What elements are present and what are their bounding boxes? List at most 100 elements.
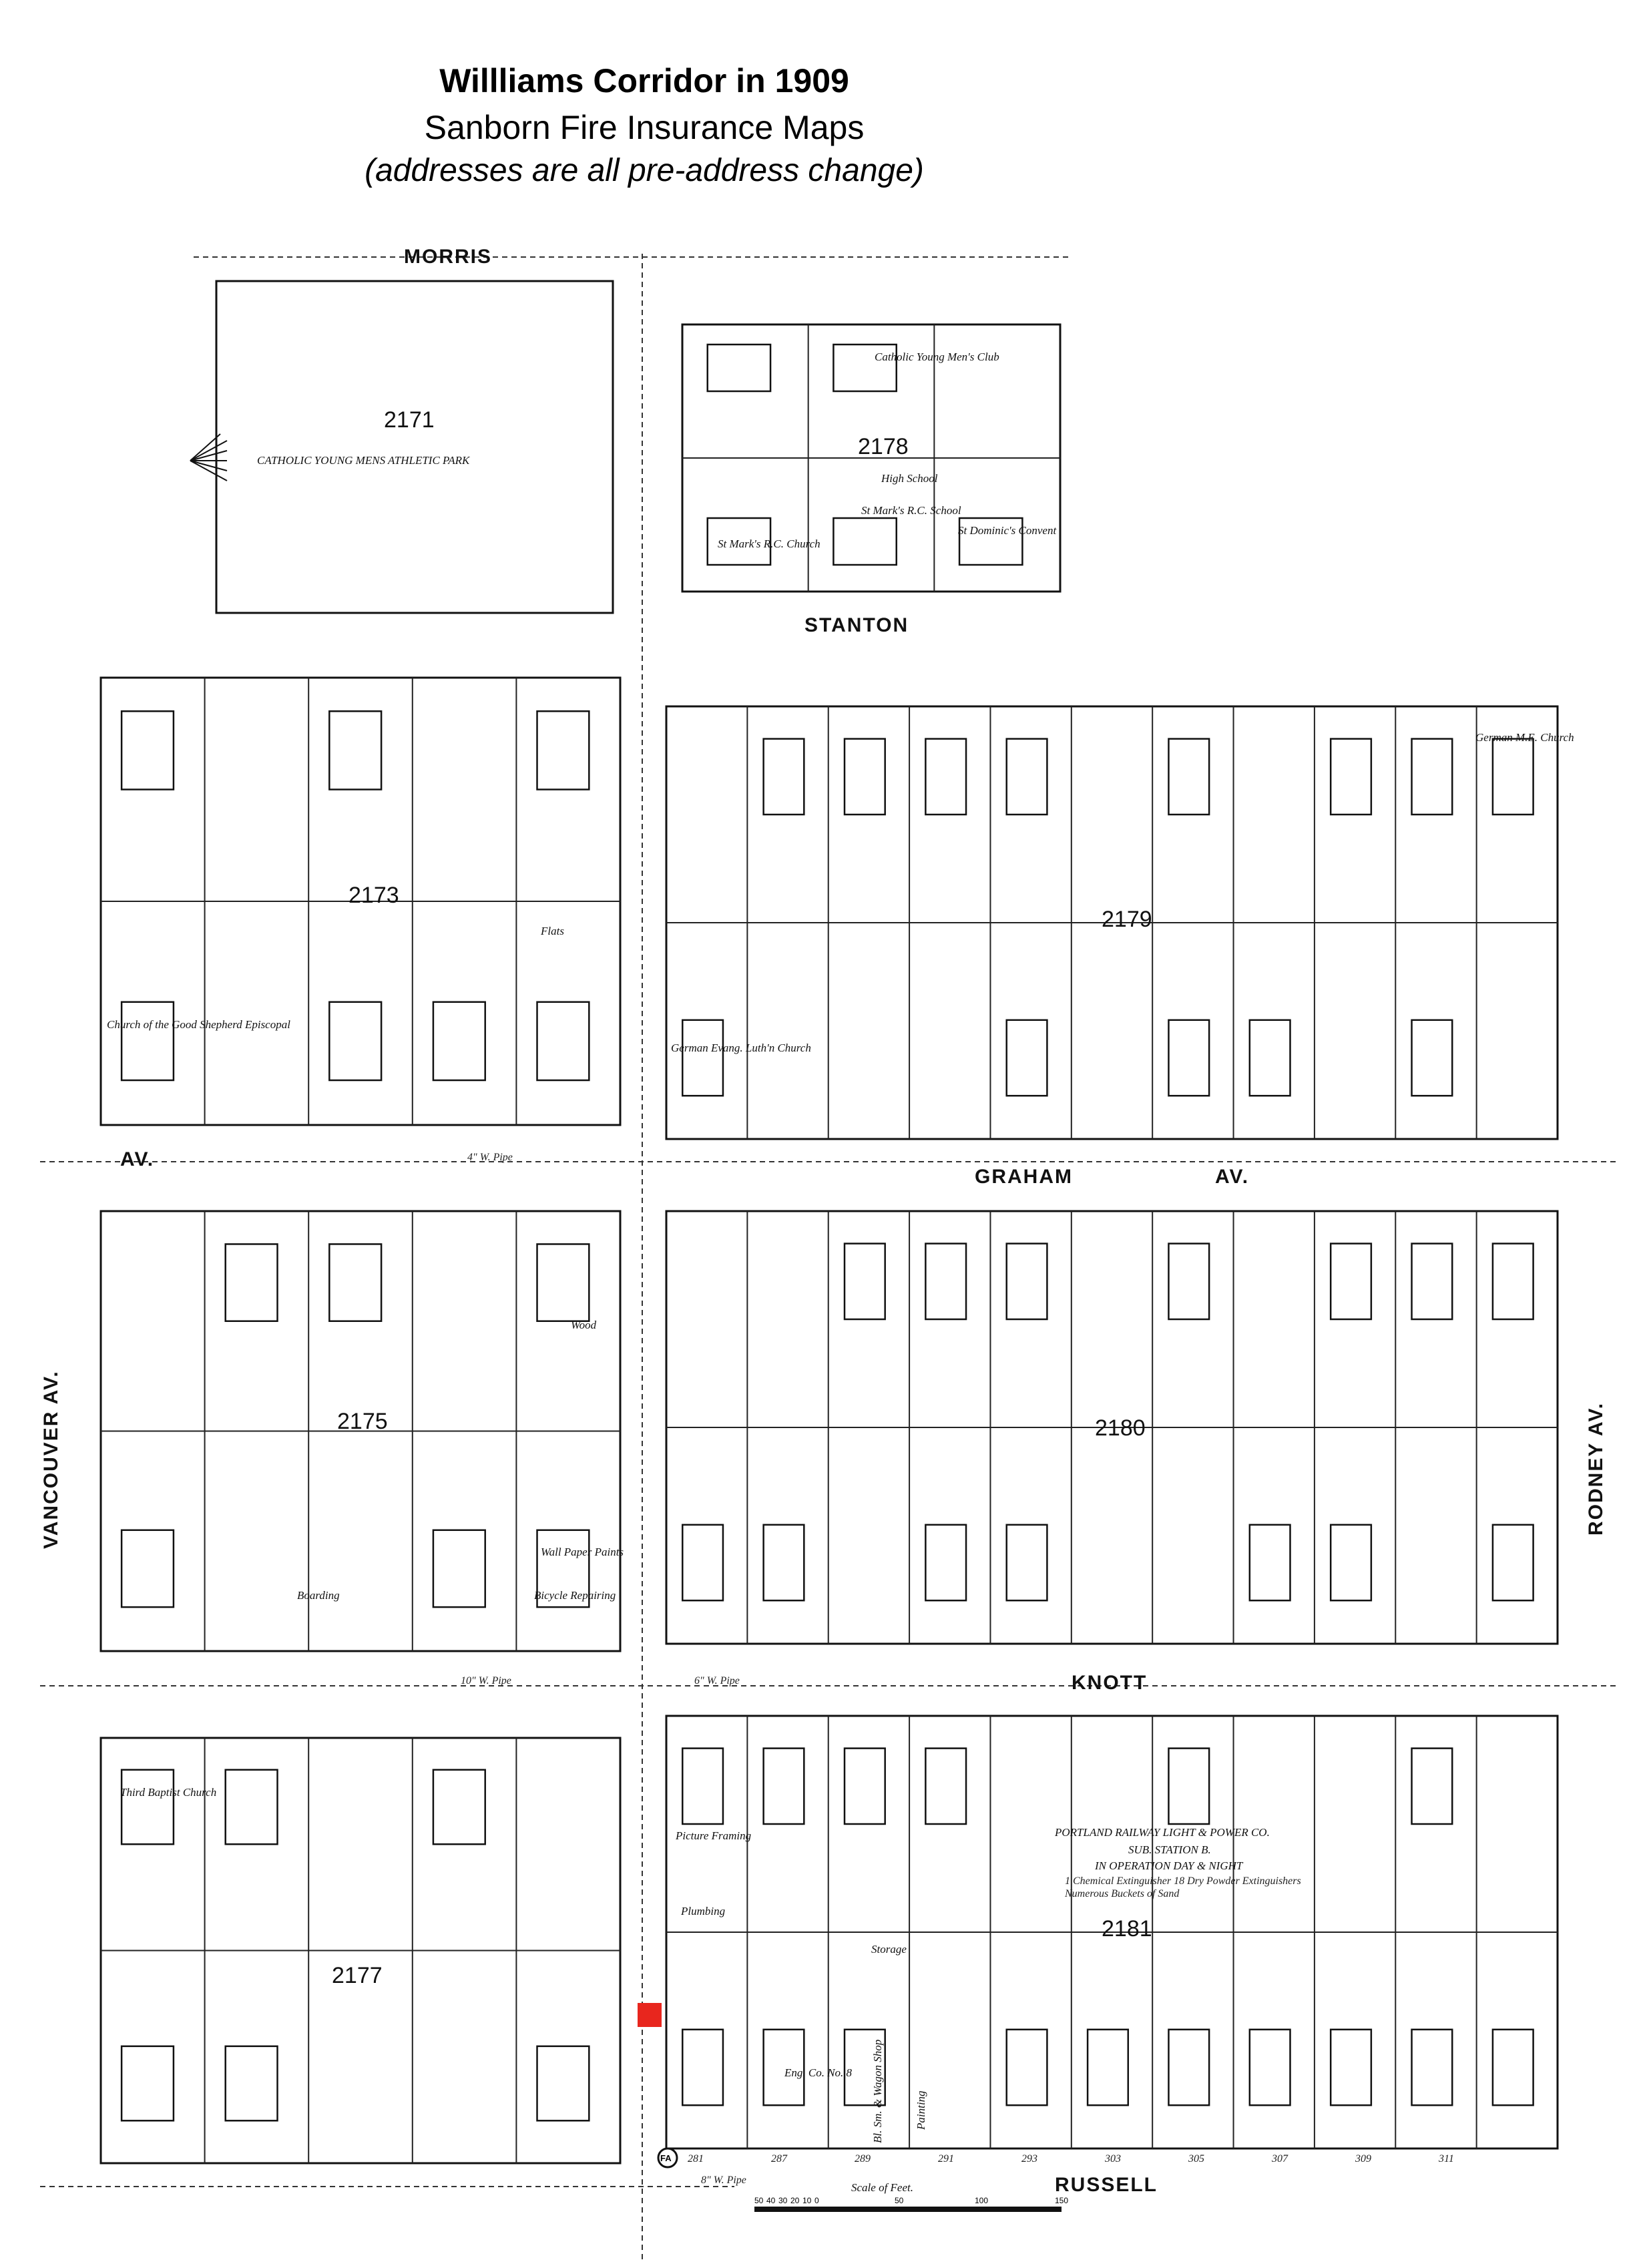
street-russell: RUSSELL xyxy=(1055,2174,1158,2196)
building-footprint xyxy=(536,1529,590,1608)
prlp-label: PORTLAND RAILWAY LIGHT & POWER CO. SUB. … xyxy=(1054,1826,1301,1899)
label-park: CATHOLIC YOUNG MENS ATHLETIC PARK xyxy=(257,454,471,467)
building-footprint xyxy=(1329,2028,1373,2106)
label-painting: Painting xyxy=(915,2090,927,2130)
building-footprint xyxy=(833,343,897,393)
street-rodney: RODNEY AV. xyxy=(1585,1402,1607,1536)
building-footprint xyxy=(120,1001,175,1082)
building-footprint xyxy=(706,517,772,566)
buildings xyxy=(120,343,1534,2122)
building-footprint xyxy=(1411,2028,1453,2106)
street-graham: GRAHAM xyxy=(975,1166,1073,1188)
building-footprint xyxy=(1329,1242,1373,1321)
label-high-school: High School xyxy=(881,472,938,485)
label-prlp-sand: Numerous Buckets of Sand xyxy=(1064,1888,1180,1899)
scale-bar-line xyxy=(754,2207,1062,2212)
building-footprint xyxy=(536,1243,590,1323)
scale-tick-label: 50 xyxy=(754,2196,764,2205)
label-prlp-name: PORTLAND RAILWAY LIGHT & POWER CO. xyxy=(1054,1826,1270,1839)
building-footprint xyxy=(1411,1747,1453,1825)
label-pipe: 8" W. Pipe xyxy=(701,2175,746,2186)
address-number: 307 xyxy=(1271,2153,1288,2165)
building-footprint xyxy=(706,343,772,393)
scale-tick-label: 40 xyxy=(766,2196,776,2205)
label-third-baptist: Third Baptist Church xyxy=(120,1786,216,1799)
building-footprint xyxy=(536,2045,590,2122)
block-2171 xyxy=(215,280,614,614)
label-school: St Mark's R.C. School xyxy=(861,504,961,517)
label-bicycle: Bicycle Repairing xyxy=(534,1589,616,1602)
building-footprint xyxy=(762,738,805,816)
address-number: 291 xyxy=(938,2153,954,2165)
building-footprint xyxy=(432,1529,486,1608)
label-storage: Storage xyxy=(871,1943,907,1956)
building-footprint xyxy=(925,738,967,816)
building-footprint xyxy=(1168,1747,1210,1825)
label-german-luth: German Evang. Luth'n Church xyxy=(671,1042,811,1054)
block-outlines xyxy=(99,280,1559,2165)
svg-text:FA: FA xyxy=(660,2153,672,2163)
location-marker xyxy=(638,2003,662,2027)
block-number: 2171 xyxy=(384,407,435,433)
label-prlp-station: SUB. STATION B. xyxy=(1128,1843,1211,1856)
address-number: 281 xyxy=(688,2153,704,2165)
building-footprint xyxy=(120,1529,175,1608)
building-footprint xyxy=(1248,2028,1291,2106)
address-number: 303 xyxy=(1104,2153,1121,2165)
building-footprint xyxy=(120,710,175,790)
scale-tick-label: 50 xyxy=(895,2196,904,2205)
building-footprint xyxy=(843,738,886,816)
building-footprint xyxy=(120,2045,175,2122)
building-footprint xyxy=(328,1243,383,1323)
label-boarding: Boarding xyxy=(297,1589,340,1602)
map-title: Willliams Corridor in 1909 xyxy=(439,62,849,99)
building-footprint xyxy=(1086,2028,1130,2106)
building-footprint xyxy=(1248,1019,1291,1097)
label-church: St Mark's R.C. Church xyxy=(718,537,820,550)
building-footprint xyxy=(682,1019,724,1097)
label-convent: St Dominic's Convent xyxy=(958,524,1057,537)
building-footprint xyxy=(224,1243,278,1323)
building-footprint xyxy=(432,1001,486,1082)
building-footprint xyxy=(843,1242,886,1321)
building-footprint xyxy=(1491,738,1534,816)
building-footprint xyxy=(1411,738,1453,816)
label-german-me: German M.E. Church xyxy=(1475,731,1574,744)
building-footprint xyxy=(120,1769,175,1845)
building-footprint xyxy=(224,1769,278,1845)
building-footprint xyxy=(843,2028,886,2106)
address-number: 309 xyxy=(1355,2153,1371,2165)
building-footprint xyxy=(328,1001,383,1082)
building-footprint xyxy=(1411,1019,1453,1097)
label-eng-co: Eng. Co. No. 8 xyxy=(784,2066,853,2079)
building-footprint xyxy=(1005,1524,1048,1602)
building-footprint xyxy=(833,517,897,566)
address-number: 293 xyxy=(1021,2153,1037,2165)
building-footprint xyxy=(1491,1242,1534,1321)
building-footprint xyxy=(536,710,590,790)
label-good-shepherd: Church of the Good Shepherd Episcopal xyxy=(107,1018,290,1031)
building-footprint xyxy=(843,1747,886,1825)
building-footprint xyxy=(682,1524,724,1602)
label-picture-framing: Picture Framing xyxy=(675,1829,751,1842)
water-pipes xyxy=(40,254,1616,2263)
street-knott: KNOTT xyxy=(1072,1672,1147,1694)
address-number: 287 xyxy=(771,2153,788,2165)
address-number: 305 xyxy=(1188,2153,1204,2165)
building-footprint xyxy=(925,1747,967,1825)
scale-tick-label: 20 xyxy=(790,2196,800,2205)
building-footprint xyxy=(762,1524,805,1602)
block-number: 2177 xyxy=(332,1963,383,1988)
building-footprint xyxy=(762,1747,805,1825)
label-wall-paper: Wall Paper Paints xyxy=(541,1546,624,1558)
label-pipe: 10" W. Pipe xyxy=(461,1675,511,1686)
block-number: 2181 xyxy=(1102,1916,1152,1942)
building-footprint xyxy=(1411,1242,1453,1321)
building-footprint xyxy=(1168,2028,1210,2106)
lot-lines xyxy=(101,324,1558,2163)
building-footprint xyxy=(958,517,1023,566)
block-number: 2179 xyxy=(1102,907,1152,932)
building-footprint xyxy=(1248,1524,1291,1602)
block-number: 2178 xyxy=(858,434,909,459)
